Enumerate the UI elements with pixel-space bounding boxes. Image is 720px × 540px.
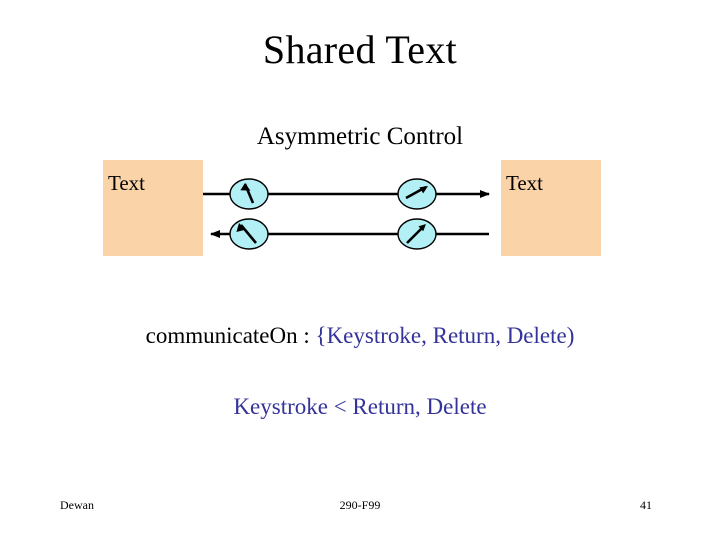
body-line-ordering: Keystroke < Return, Delete: [233, 394, 487, 419]
top-right-node: [397, 178, 437, 210]
text-box-right: Text: [501, 160, 601, 256]
subtitle: Asymmetric Control: [256, 123, 464, 150]
bottom-channel: [210, 218, 489, 250]
body-line-communicate-on: communicateOn : {Keystroke, Return, Dele…: [0, 321, 720, 351]
page-title: Shared Text: [262, 27, 458, 72]
bottom-right-node: [397, 218, 437, 250]
text-box-right-label: Text: [506, 171, 544, 195]
text-box-left-label: Text: [108, 171, 146, 195]
top-left-node: [229, 178, 269, 210]
footer-course: 290-F99: [339, 498, 381, 512]
footer-page-number: 41: [640, 498, 652, 512]
text-box-left: Text: [103, 160, 203, 256]
communicate-on-prefix: communicateOn :: [145, 323, 316, 348]
top-channel: [203, 178, 490, 210]
slide-footer: Dewan 290-F99 41: [0, 494, 720, 516]
communicate-on-set: {Keystroke, Return, Delete): [315, 323, 575, 348]
bottom-left-node: [229, 218, 269, 250]
footer-author: Dewan: [60, 498, 94, 512]
